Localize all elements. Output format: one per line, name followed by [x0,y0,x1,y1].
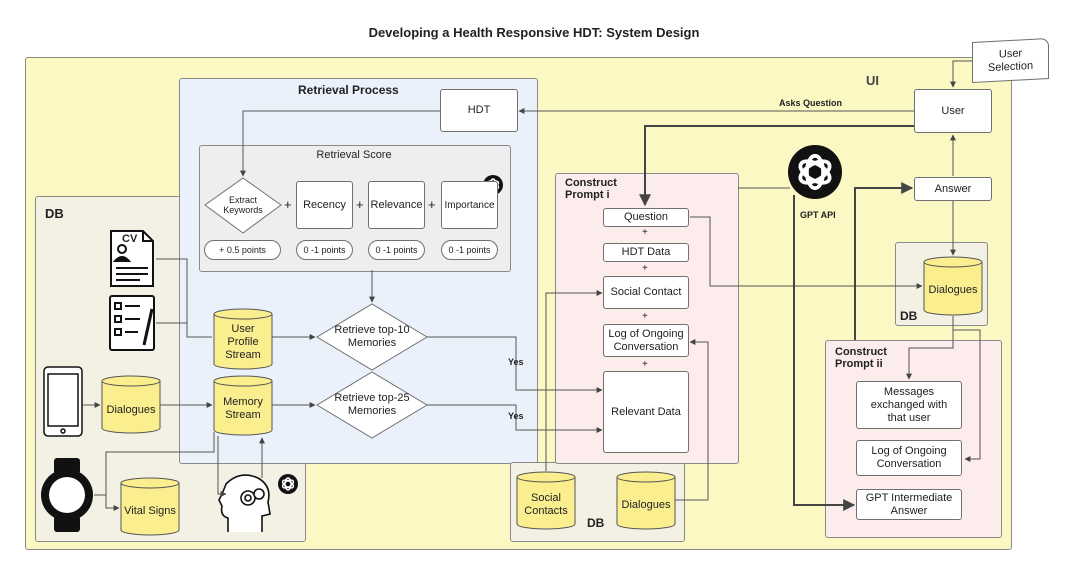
retrieve-top10-diamond [316,303,428,371]
construct-prompt-ii-label: Construct Prompt ii [835,346,887,370]
ui-region-label: UI [866,73,879,88]
social-contact-node: Social Contact [603,276,689,309]
db-bottom-label: DB [587,516,605,530]
retrieve-top25-label: Retrieve top-25 Memories [334,392,410,417]
user-selection-node[interactable]: User Selection [972,37,1049,84]
log-ongoing-node-ii: Log of Ongoing Conversation [856,440,962,476]
openai-logo-icon [786,143,844,201]
dialogues-right-label: Dialogues [928,283,978,296]
points-pill-recency: 0 -1 points [296,240,353,260]
plus-sign: + [642,311,648,322]
social-contacts-label: Social Contacts [524,492,568,517]
cylinder-user-profile-stream [213,308,273,370]
brain-gear-icon [218,474,271,532]
points-pill-keywords: + 0.5 points [204,240,281,260]
importance-node: Importance [441,181,498,229]
plus-sign: + [356,197,364,212]
hdt-node: HDT [440,89,518,132]
dialogues-left-label: Dialogues [106,403,156,416]
extract-keywords-diamond [204,177,282,234]
plus-sign: + [428,197,436,212]
points-pill-relevance: 0 -1 points [368,240,425,260]
extract-keywords-label: Extract Keywords [223,195,263,215]
cylinder-dialogues-bottom [616,471,676,530]
smartwatch-icon [41,458,93,532]
retrieval-score-label: Retrieval Score [316,149,392,161]
recency-node: Recency [296,181,353,229]
retrieve-top10-label: Retrieve top-10 Memories [334,324,410,349]
points-pill-importance: 0 -1 points [441,240,498,260]
yes-label-top25: Yes [508,411,524,421]
memory-stream-label: Memory Stream [223,396,263,421]
dialogues-bottom-label: Dialogues [621,498,671,511]
construct-prompt-i-label: Construct Prompt i [565,177,617,201]
smartphone-icon [43,366,83,437]
db-left-label: DB [45,206,64,221]
gpt-api-label: GPT API [800,210,836,220]
diagram-title: Developing a Health Responsive HDT: Syst… [368,25,700,40]
answer-node: Answer [914,177,992,201]
retrieval-process-label: Retrieval Process [298,83,399,97]
checklist-icon [109,295,155,351]
relevant-data-node: Relevant Data [603,371,689,453]
relevance-node: Relevance [368,181,425,229]
gpt-intermediate-answer-node: GPT Intermediate Answer [856,489,962,520]
plus-sign: + [642,359,648,370]
db-right-label: DB [900,309,918,323]
log-ongoing-node-i: Log of Ongoing Conversation [603,324,689,357]
yes-label-top10: Yes [508,357,524,367]
cylinder-memory-stream [213,375,273,436]
plus-sign: + [642,263,648,274]
cylinder-vital-signs [120,477,180,536]
vital-signs-label: Vital Signs [124,504,176,517]
asks-question-label: Asks Question [779,98,843,108]
openai-logo-icon [277,473,299,495]
user-node: User [914,89,992,133]
cv-document-icon [110,230,154,287]
retrieve-top25-diamond [316,371,428,439]
question-node: Question [603,208,689,227]
cylinder-dialogues-left [101,375,161,434]
hdt-data-node: HDT Data [603,243,689,262]
plus-sign: + [284,197,292,212]
cylinder-dialogues-right [923,256,983,316]
cylinder-social-contacts [516,471,576,530]
plus-sign: + [642,227,648,238]
messages-exchanged-node: Messages exchanged with that user [856,381,962,429]
cv-label: CV [122,233,138,245]
user-profile-stream-label: User Profile Stream [225,322,261,361]
